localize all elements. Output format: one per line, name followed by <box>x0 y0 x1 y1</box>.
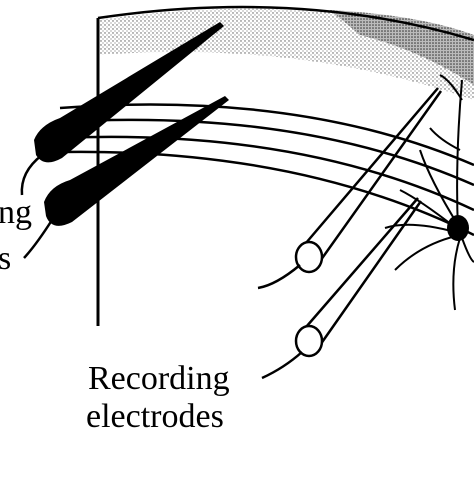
rec-leader-lower <box>261 351 303 380</box>
stim-label-line2: s <box>0 240 12 277</box>
recording-label-line2: electrodes <box>86 398 224 435</box>
cortex-surface-dark <box>330 10 474 85</box>
cortex-outer-boundary <box>97 5 474 42</box>
layer-boundary-3 <box>59 135 474 212</box>
stimulating-electrode-lower <box>44 96 229 226</box>
recording-label-line1: Recording <box>88 360 230 397</box>
stimulating-electrode-upper <box>34 22 224 163</box>
recording-electrode-upper <box>294 87 443 274</box>
neuron <box>384 74 474 311</box>
stim-leader-upper <box>20 154 43 196</box>
recording-electrode-lower <box>294 197 423 358</box>
rec-leader-upper <box>257 264 301 290</box>
stim-label-line1: ng <box>0 194 32 231</box>
stim-leader-lower <box>23 219 54 259</box>
neuron-soma <box>447 215 469 241</box>
